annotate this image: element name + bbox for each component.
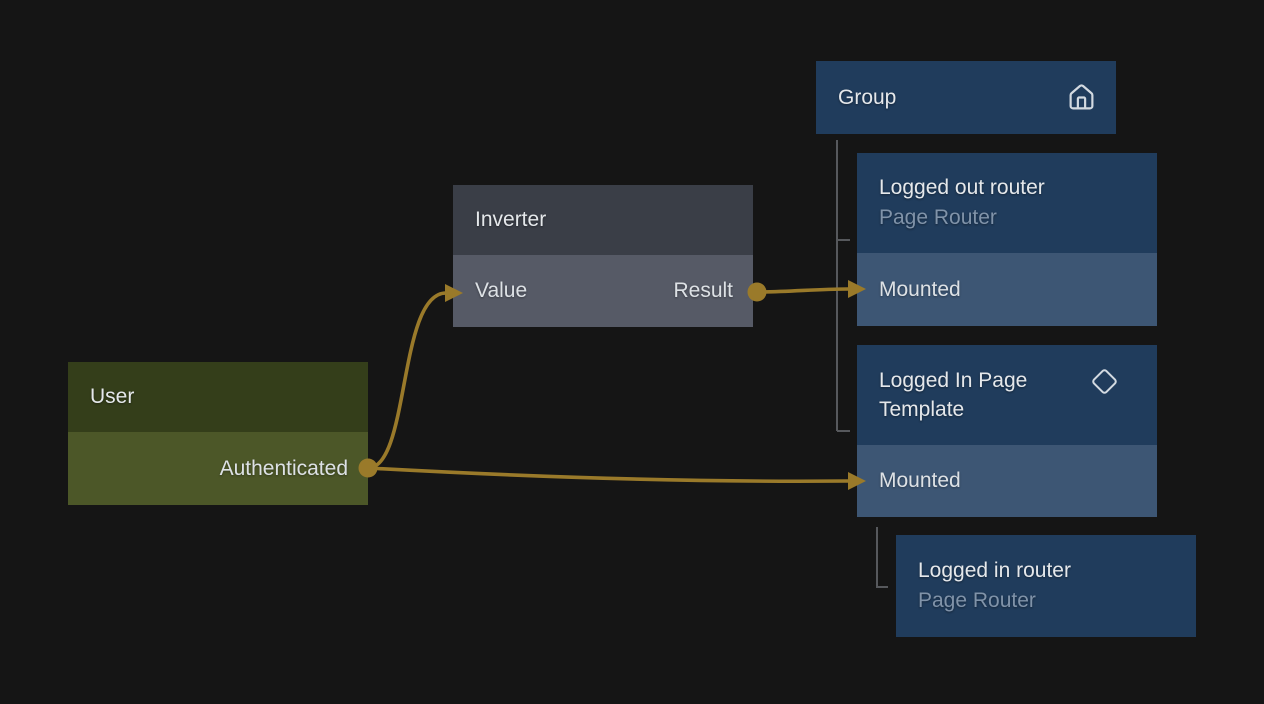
node-user-title: User (90, 385, 135, 408)
node-logged-in-page-template-header[interactable]: Logged In Page Template (857, 345, 1157, 445)
port-row-value-result[interactable]: Value Result (453, 255, 753, 327)
node-logged-out-router[interactable]: Logged out router Page Router Mounted (857, 153, 1157, 326)
edge-result-to-mounted-logged-out[interactable] (756, 287, 849, 294)
port-row-mounted-logged-out[interactable]: Mounted (857, 253, 1157, 326)
diamond-icon (1091, 368, 1118, 395)
node-logged-out-router-title: Logged out router (879, 176, 1045, 199)
node-logged-out-router-subtitle: Page Router (879, 206, 997, 229)
port-mounted-label: Mounted (879, 277, 961, 301)
group-children-connector (836, 140, 850, 432)
edge-authenticated-to-mounted-template[interactable] (367, 466, 849, 484)
node-inverter-title: Inverter (475, 208, 547, 231)
edge-authenticated-to-value[interactable] (367, 291, 447, 470)
template-child-connector (876, 527, 888, 588)
node-inverter[interactable]: Inverter Value Result (453, 185, 753, 327)
node-inverter-header[interactable]: Inverter (453, 185, 753, 255)
node-logged-in-page-template[interactable]: Logged In Page Template Mounted (857, 345, 1157, 517)
node-group-header[interactable]: Group (816, 61, 1116, 134)
home-icon (1067, 83, 1096, 112)
port-mounted-label: Mounted (879, 469, 961, 492)
port-result-label: Result (673, 279, 733, 302)
port-row-authenticated[interactable]: Authenticated (68, 432, 368, 505)
node-group-title: Group (838, 85, 897, 109)
node-logged-out-router-header[interactable]: Logged out router Page Router (857, 153, 1157, 253)
port-row-mounted-template[interactable]: Mounted (857, 445, 1157, 517)
node-logged-in-router-subtitle: Page Router (918, 589, 1036, 612)
node-logged-in-router-header[interactable]: Logged in router Page Router (896, 535, 1196, 637)
node-user[interactable]: User Authenticated (68, 362, 368, 505)
node-user-header[interactable]: User (68, 362, 368, 432)
port-value-label: Value (475, 279, 528, 302)
port-authenticated-label: Authenticated (219, 456, 348, 480)
node-logged-in-page-template-title: Logged In Page Template (879, 369, 1028, 421)
node-logged-in-router-title: Logged in router (918, 559, 1071, 582)
node-group[interactable]: Group (816, 61, 1116, 134)
node-logged-in-router[interactable]: Logged in router Page Router (896, 535, 1196, 637)
